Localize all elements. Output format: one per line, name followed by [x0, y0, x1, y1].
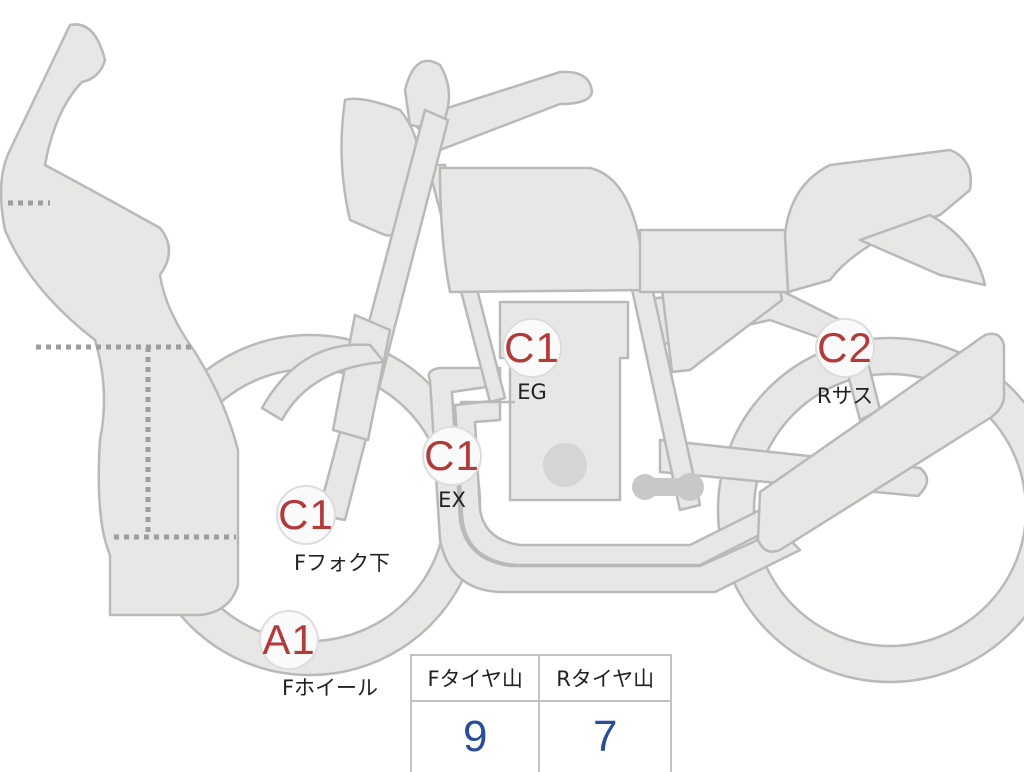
marker-code: C1 — [502, 318, 562, 378]
seat — [783, 148, 973, 294]
marker-code: C1 — [422, 426, 482, 486]
side-cover — [660, 288, 784, 374]
marker-label: Rサス — [816, 384, 874, 408]
marker-label: EX — [438, 488, 466, 512]
exhaust-pipe — [427, 366, 802, 594]
marker-front-fork-lower[interactable]: C1 Fフォク下 — [276, 485, 391, 577]
marker-code: A1 — [259, 610, 319, 670]
marker-eg[interactable]: C1 EG — [502, 318, 562, 404]
fuel-tank — [438, 166, 647, 294]
rear-tread-header: Rタイヤ山 — [538, 654, 672, 702]
front-tread-value: 9 — [409, 701, 541, 772]
tank-neck — [638, 228, 792, 294]
table-value-row: 9 7 — [409, 701, 672, 772]
tail-cowl — [858, 213, 987, 287]
front-cowl — [0, 23, 240, 617]
marker-exhaust[interactable]: C1 EX — [422, 426, 482, 512]
front-fender — [260, 343, 386, 422]
marker-code: C2 — [815, 318, 875, 378]
rear-tread-value: 7 — [538, 701, 672, 772]
marker-label: Fホイール — [281, 676, 379, 700]
marker-code: C1 — [276, 485, 336, 545]
handlebar — [408, 70, 594, 152]
marker-label: EG — [517, 380, 547, 404]
marker-label: Fフォク下 — [293, 551, 391, 575]
fork-boot — [331, 313, 392, 442]
muffler — [756, 332, 1006, 553]
footrest — [632, 473, 704, 501]
marker-rear-suspension[interactable]: C2 Rサス — [815, 318, 875, 410]
table-header-row: Fタイヤ山 Rタイヤ山 — [409, 654, 672, 702]
front-tread-header: Fタイヤ山 — [409, 654, 541, 702]
tread-depth-table: Fタイヤ山 Rタイヤ山 9 7 — [409, 654, 672, 772]
marker-front-wheel[interactable]: A1 Fホイール — [259, 610, 379, 702]
